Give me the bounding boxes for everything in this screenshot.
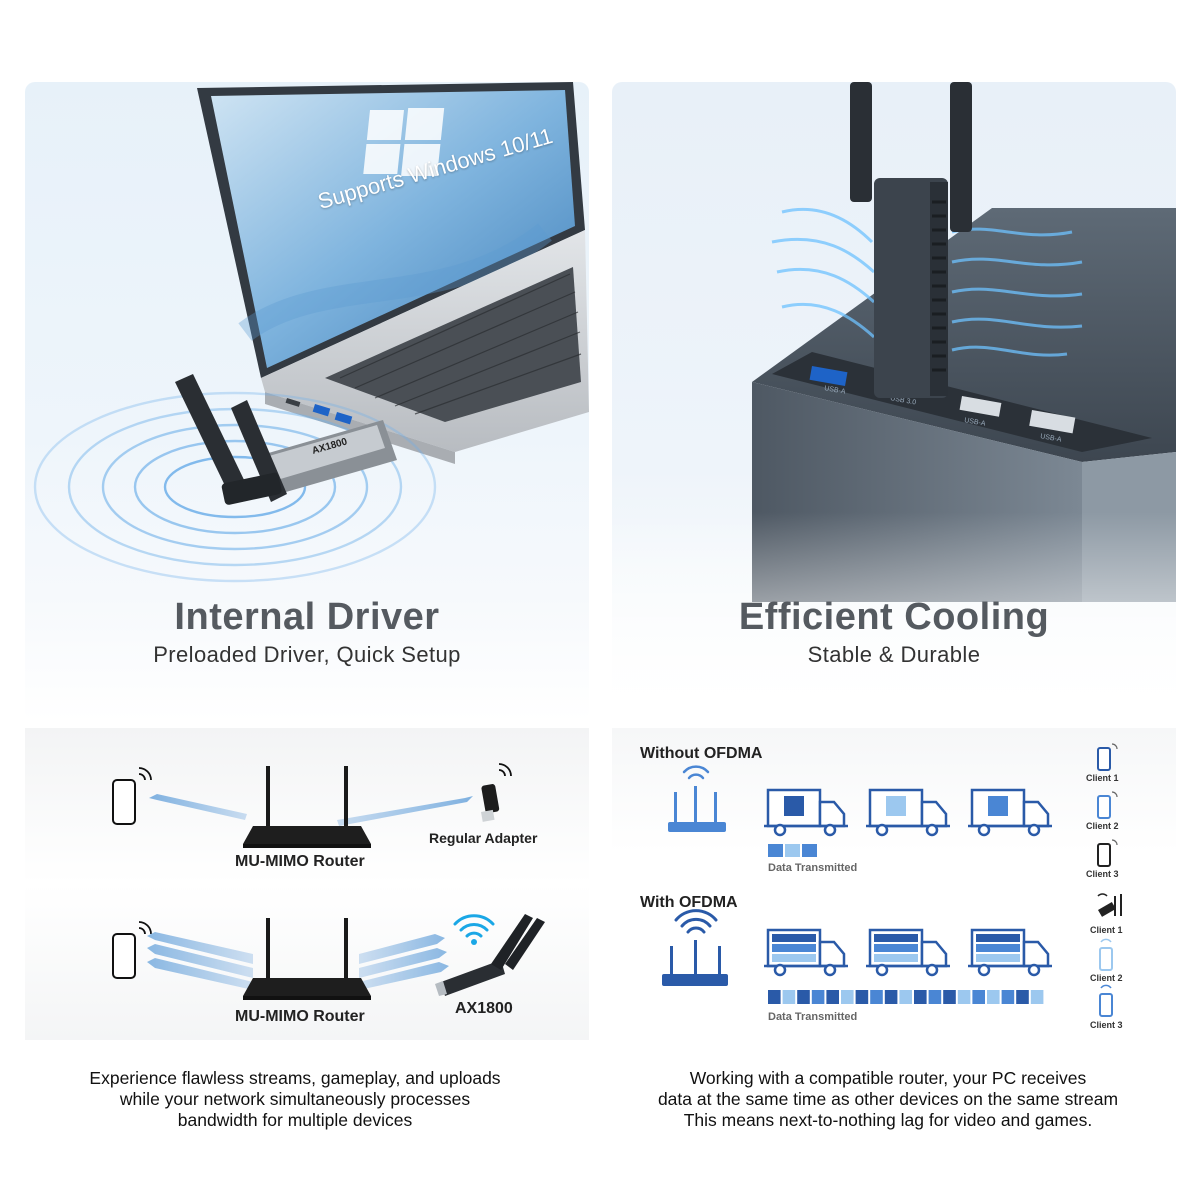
client-label: Client 2 <box>1090 973 1123 983</box>
port-label-1: USB-A <box>824 385 847 396</box>
truck-icon <box>866 928 950 977</box>
client-label: Client 3 <box>1090 1020 1123 1030</box>
data-block <box>782 990 796 1004</box>
data-block <box>841 990 854 1004</box>
usb-adapter-icon <box>481 763 512 822</box>
data-blocks-bottom <box>768 990 1044 1004</box>
arrow-left <box>149 794 247 820</box>
client-label: Client 3 <box>1086 869 1119 879</box>
without-ofdma-title: Without OFDMA <box>640 745 763 762</box>
data-blocks-top <box>768 844 817 857</box>
data-transmitted-label: Data Transmitted <box>768 1011 858 1023</box>
client-phone-icon <box>1097 791 1118 819</box>
pc-with-adapter-illustration: USB-A USB 3.0 USB-A USB-A <box>612 82 1176 722</box>
client-label: Client 1 <box>1086 773 1119 783</box>
caption-line: Working with a compatible router, your P… <box>689 1068 1087 1088</box>
router-label: MU-MIMO Router <box>235 1008 365 1025</box>
truck-icon <box>764 788 848 837</box>
router-icon <box>243 918 371 1000</box>
device-label: AX1800 <box>455 1000 513 1017</box>
panel-title: Efficient Cooling <box>738 596 1050 638</box>
port-label-3: USB-A <box>964 417 987 428</box>
right-caption: Working with a compatible router, your P… <box>618 1068 1158 1131</box>
router-icon <box>668 765 726 832</box>
caption-line: while your network simultaneously proces… <box>119 1089 471 1109</box>
trucks-with-ofdma <box>764 928 1052 977</box>
data-block <box>987 990 1000 1004</box>
truck-icon <box>866 788 950 837</box>
data-block <box>768 990 781 1004</box>
client-phone-icon <box>1099 984 1113 1017</box>
data-block <box>899 990 912 1004</box>
data-block <box>768 844 783 857</box>
data-block <box>811 990 825 1004</box>
router-label: MU-MIMO Router <box>235 853 365 870</box>
caption-line: Experience flawless streams, gameplay, a… <box>89 1068 501 1088</box>
left-caption: Experience flawless streams, gameplay, a… <box>30 1068 560 1131</box>
port-label-2: USB 3.0 <box>890 395 917 406</box>
port-label-4: USB-A <box>1040 433 1063 444</box>
client-phone-icon <box>1097 839 1118 867</box>
data-block <box>972 990 985 1004</box>
caption-line: bandwidth for multiple devices <box>177 1110 413 1130</box>
phone-icon <box>112 921 152 979</box>
data-block <box>826 990 839 1004</box>
truck-icon <box>968 928 1052 977</box>
data-block <box>870 990 883 1004</box>
router-icon <box>243 766 371 848</box>
data-block <box>1030 990 1044 1004</box>
data-block <box>855 990 869 1004</box>
client-label: Client 1 <box>1090 925 1123 935</box>
client-phone-icon <box>1099 938 1113 971</box>
data-block <box>797 990 810 1004</box>
data-block <box>802 844 817 857</box>
trucks-without-ofdma <box>764 788 1052 837</box>
with-ofdma-title: With OFDMA <box>640 894 738 911</box>
efficient-cooling-panel: USB-A USB 3.0 USB-A USB-A Efficient Cool… <box>612 82 1176 722</box>
mu-mimo-panel: MU-MIMO Router Regular Adapter MU-MIMO R… <box>25 728 589 1040</box>
data-block <box>928 990 942 1004</box>
panel-title: Internal Driver <box>174 596 440 638</box>
device-label: Regular Adapter <box>429 830 538 846</box>
data-transmitted-label: Data Transmitted <box>768 862 858 874</box>
internal-driver-panel: AX1800 Supports Windows 10/11 Internal D… <box>25 82 589 722</box>
mu-mimo-diagram <box>112 763 545 1000</box>
panel-subtitle: Stable & Durable <box>807 642 981 667</box>
data-block <box>1001 990 1015 1004</box>
truck-icon <box>968 788 1052 837</box>
client-label: Client 2 <box>1086 821 1119 831</box>
ofdma-panel: Without OFDMA With OFDMA <box>612 728 1176 1040</box>
truck-icon <box>764 928 848 977</box>
client-adapter-icon <box>1097 893 1122 917</box>
laptop-with-adapter-illustration: AX1800 <box>33 82 589 583</box>
data-block <box>943 990 956 1004</box>
data-block <box>1016 990 1029 1004</box>
arrow-right <box>337 796 473 826</box>
router-icon <box>662 909 728 986</box>
panel-subtitle: Preloaded Driver, Quick Setup <box>153 642 461 667</box>
ofdma-diagram <box>662 743 1122 1017</box>
caption-line: This means next-to-nothing lag for video… <box>683 1110 1093 1130</box>
data-block <box>884 990 898 1004</box>
caption-line: data at the same time as other devices o… <box>657 1089 1119 1109</box>
ax1800-adapter-icon <box>435 914 545 996</box>
data-block <box>914 990 927 1004</box>
data-block <box>957 990 971 1004</box>
data-block <box>785 844 800 857</box>
client-phone-icon <box>1097 743 1118 771</box>
phone-icon <box>112 767 152 825</box>
